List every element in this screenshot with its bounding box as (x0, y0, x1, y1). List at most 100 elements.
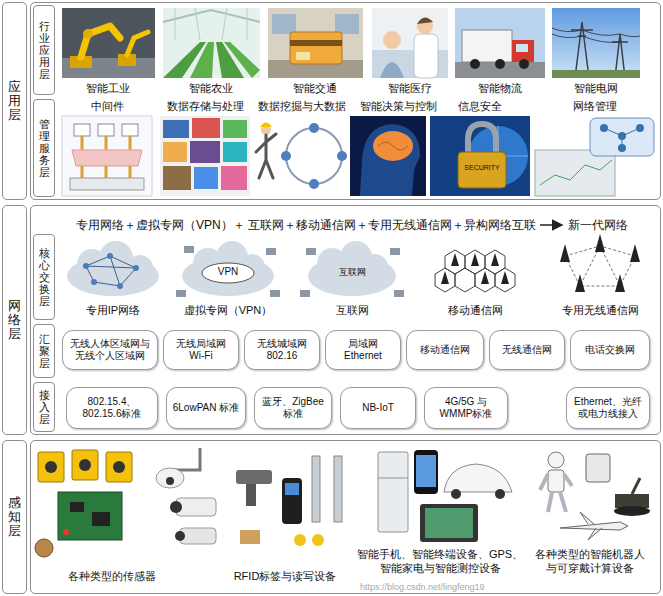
network-management-figure (600, 124, 608, 132)
medical-photo (372, 8, 448, 78)
decision-brain-photo (350, 116, 426, 196)
data-storage-figure (163, 120, 189, 138)
data-storage-figure (160, 116, 250, 196)
camera-photos (166, 477, 174, 485)
sensor-photos (38, 452, 64, 482)
camera-photos (170, 501, 182, 513)
data-storage-figure (192, 118, 220, 138)
sublayer-box: 接入层 (33, 382, 55, 432)
security-lock-photo (468, 124, 496, 152)
rfid-photos (240, 530, 260, 544)
camera-photos (175, 531, 185, 541)
medical-photo (380, 62, 404, 78)
mobile-cell-grid (445, 250, 465, 274)
power-grid-photo (552, 28, 640, 42)
logistics-photo (495, 59, 505, 69)
terminal-icons (306, 248, 316, 255)
caption-label: 智能农业 (165, 82, 257, 96)
smart-device-photos (378, 450, 512, 542)
smart-device-photos (495, 489, 505, 499)
network-label: 6LowPAN 标准 (173, 402, 240, 414)
data-mining-figure (260, 123, 272, 128)
caption-label: VPN (206, 266, 250, 279)
ip-network-graph (83, 263, 89, 269)
sensor-photos (35, 539, 53, 557)
network-label: 无线通信网 (502, 344, 552, 356)
camera-photos (156, 448, 216, 544)
caption-label: 智能工业 (62, 82, 154, 96)
middleware-figure (82, 136, 130, 178)
transport-photo (268, 8, 363, 78)
sensor-photos (35, 450, 132, 557)
network-box: 无线局域网 Wi-Fi (163, 330, 239, 370)
data-mining-figure (286, 128, 342, 184)
caption-label: SECURITY (459, 164, 505, 173)
robot-photos (548, 452, 564, 468)
data-storage-figure (223, 142, 247, 162)
farm-photo (175, 8, 247, 40)
data-mining-figure (256, 134, 276, 178)
caption-label: 各种类型的智能机器人 与可穿戴计算设备 (533, 548, 647, 576)
ip-network-graph (91, 279, 97, 285)
mobile-cell-grid (455, 268, 475, 292)
farm-photo (163, 10, 260, 22)
robot-photos (615, 494, 649, 508)
network-label: Ethernet、光纤 或电力线接入 (571, 396, 645, 420)
rfid-photos (334, 456, 342, 522)
layer-heading: 应用层 (8, 80, 21, 123)
sensor-photos (92, 512, 110, 526)
smart-device-photos (451, 489, 461, 499)
sublayer-box: 行业应用层 (33, 5, 55, 95)
industry-photo (62, 8, 155, 78)
rfid-photos (282, 478, 302, 524)
cell-towers (471, 253, 479, 266)
network-label: 4G/5G 与 WMMP标准 (429, 396, 503, 420)
farm-photo (163, 8, 260, 78)
caption-label: 虚拟专网（VPN） (173, 304, 283, 318)
network-label: 局域网 Ethernet (330, 338, 396, 362)
cell-towers (451, 253, 459, 266)
data-storage-figure (160, 116, 250, 196)
internet-cloud (308, 241, 396, 296)
network-label: 电话交换网 (585, 344, 635, 356)
sensor-photos (63, 529, 69, 535)
caption-label: 智能手机、智能终端设备、GPS、 智能家电与智能测控设备 (356, 548, 524, 576)
sensor-photos (70, 502, 84, 512)
logistics-photo (455, 8, 545, 78)
caption-label: 信息安全 (440, 100, 520, 114)
transport-photo (272, 14, 296, 34)
robot-photos (632, 478, 640, 494)
vpn-tunnel (202, 263, 254, 283)
transport-photo (290, 40, 342, 46)
sensor-photos (113, 461, 125, 473)
robot-photos (540, 474, 572, 512)
middleware-figure (62, 116, 152, 196)
ip-network-graph (133, 265, 139, 271)
wireless-towers (615, 274, 625, 292)
layer-label-column: 感知层 (2, 440, 27, 594)
sublayer-heading: 行业应用层 (39, 20, 50, 80)
robot-photos (548, 470, 564, 492)
camera-photos (180, 528, 216, 544)
wireless-towers (575, 274, 585, 292)
medical-photo (417, 17, 433, 24)
sensor-photos (106, 452, 132, 482)
layer-label-column: 网络层 (2, 205, 27, 435)
network-box: 6LowPAN 标准 (166, 387, 246, 429)
network-label: 无线局域网 Wi-Fi (168, 338, 234, 362)
caption-label: 互联网 (330, 267, 374, 278)
network-management-figure (535, 118, 654, 196)
medical-photo (414, 34, 438, 78)
industry-photo (127, 32, 148, 55)
sensor-photos (72, 450, 98, 480)
network-box: 蓝牙、ZigBee 标准 (254, 387, 332, 429)
transport-photo (290, 32, 342, 64)
caption-label: 互联网 (307, 304, 397, 318)
camera-photos (170, 448, 200, 470)
caption-label: 专用无线通信网 (550, 304, 650, 318)
smart-device-photos (444, 464, 512, 492)
robot-photos (560, 512, 628, 540)
network-label: 802.15.4、 802.15.6标准 (71, 396, 153, 420)
vpn-cloud (182, 241, 274, 296)
